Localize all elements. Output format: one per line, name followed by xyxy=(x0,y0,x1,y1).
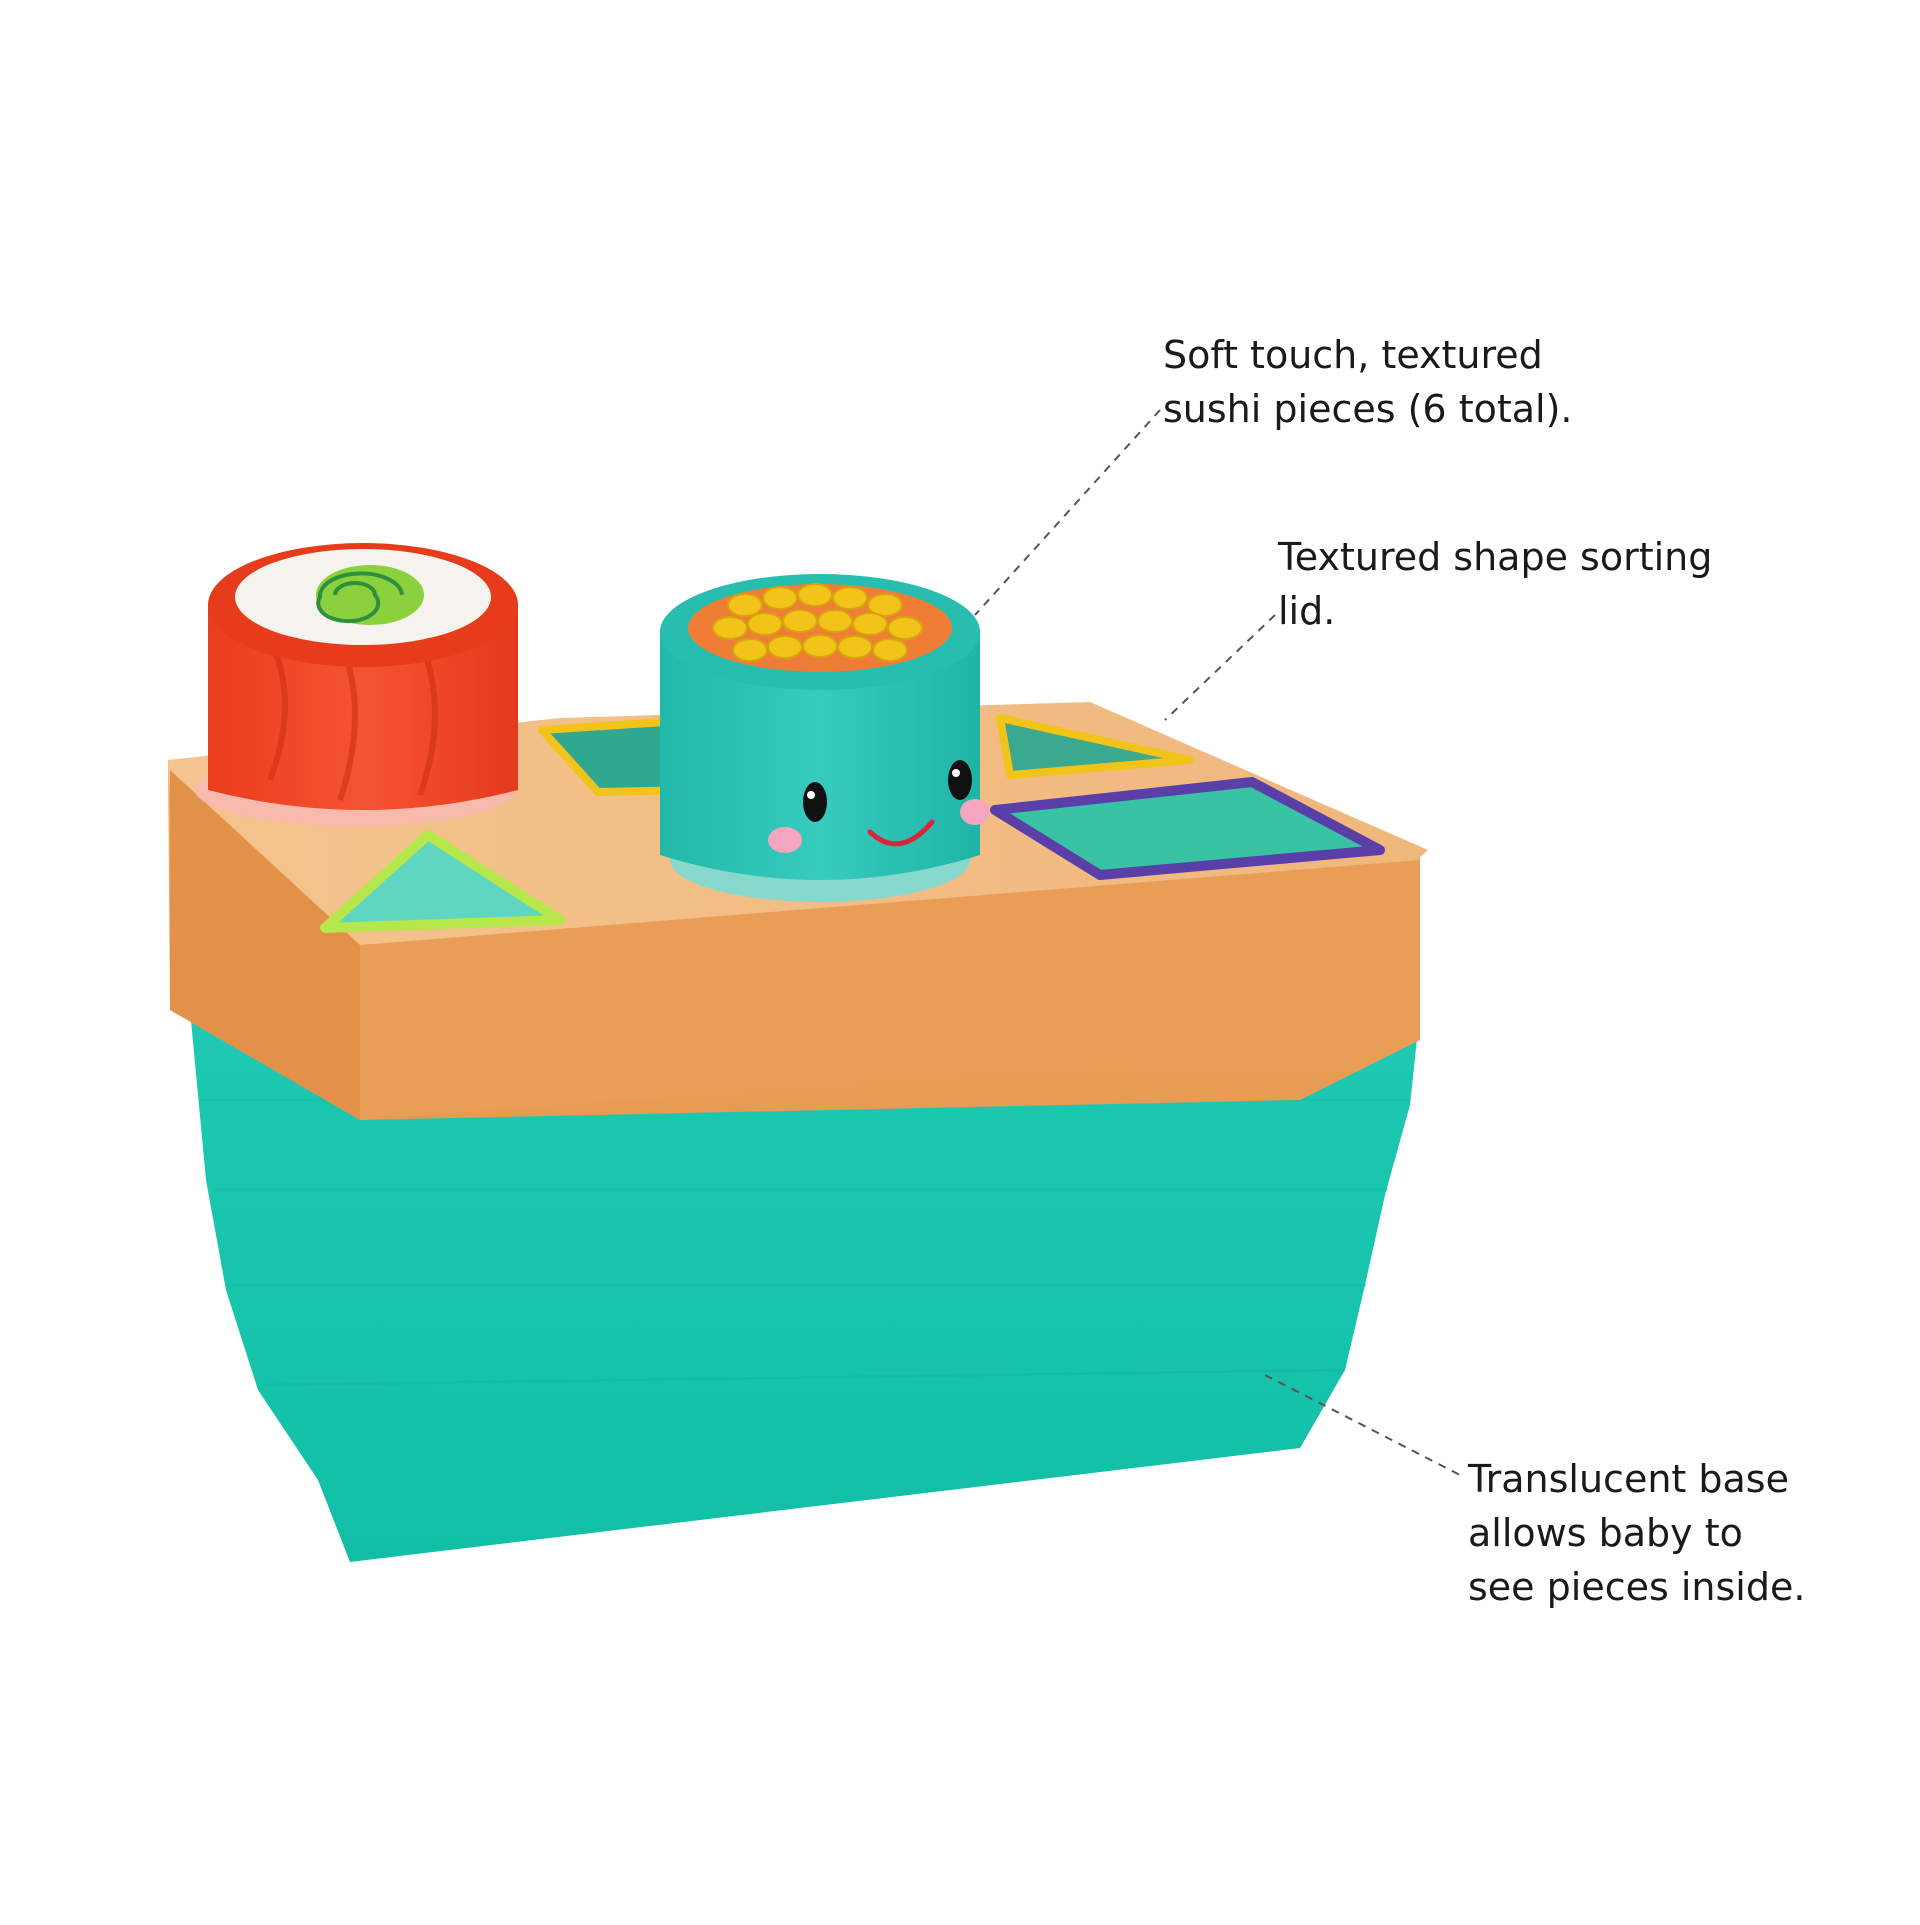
right-cheek xyxy=(960,799,990,825)
square-hole-right xyxy=(990,777,1385,880)
leader-lines xyxy=(974,409,1461,1476)
left-cheek xyxy=(768,827,802,853)
shape-sorting-lid xyxy=(168,702,1428,1120)
left-eye xyxy=(803,782,827,822)
smile xyxy=(867,819,935,847)
corn-topping xyxy=(712,583,923,662)
triangle-hole-back xyxy=(996,714,1194,779)
red-sushi-roll xyxy=(208,543,518,810)
right-eye xyxy=(948,760,972,800)
leader-line-sushi xyxy=(974,409,1161,616)
leader-line-base xyxy=(1264,1374,1461,1476)
smiling-sushi-cup xyxy=(660,574,990,880)
leader-line-lid xyxy=(1164,614,1276,721)
cucumber-icon xyxy=(316,565,424,625)
triangle-hole xyxy=(320,830,565,933)
callout-translucent-base: Translucent base allows baby to see piec… xyxy=(1468,1457,1806,1609)
callout-lid: Textured shape sorting lid. xyxy=(1278,535,1713,633)
callout-sushi-pieces: Soft touch, textured sushi pieces (6 tot… xyxy=(1163,333,1573,431)
